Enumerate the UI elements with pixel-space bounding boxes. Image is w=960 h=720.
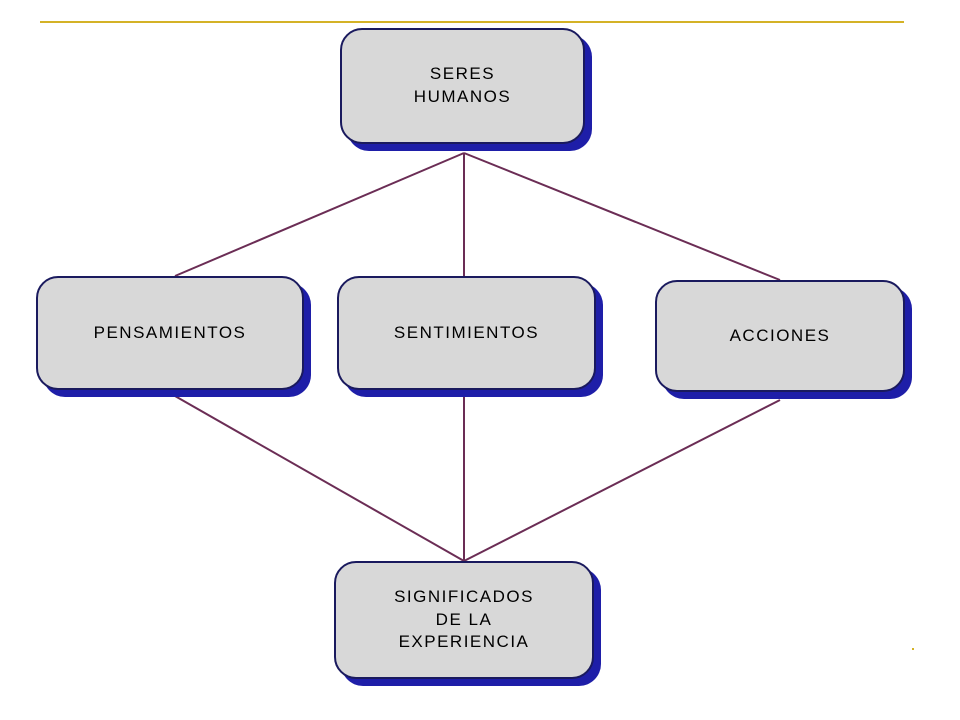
edge-top-to-left [174, 152, 465, 277]
edge-right-to-bottom [463, 399, 781, 562]
edge-top-to-right [463, 152, 781, 281]
node-label: SIGNIFICADOS DE LA EXPERIENCIA [394, 586, 534, 652]
node-label: PENSAMIENTOS [93, 322, 247, 342]
corner-accent-dot [912, 648, 914, 650]
node-label: SERES HUMANOS [413, 64, 512, 106]
edge-left-to-bottom [174, 395, 465, 562]
node-acciones: ACCIONES [655, 280, 905, 392]
node-label: SENTIMIENTOS [393, 322, 540, 342]
node-label: ACCIONES [729, 325, 831, 345]
node-pensamientos: PENSAMIENTOS [36, 276, 304, 390]
top-accent-rule [40, 21, 904, 23]
node-sentimientos: SENTIMIENTOS [337, 276, 596, 390]
node-significados-de-la-experiencia: SIGNIFICADOS DE LA EXPERIENCIA [334, 561, 594, 679]
node-seres-humanos: SERES HUMANOS [340, 28, 585, 144]
